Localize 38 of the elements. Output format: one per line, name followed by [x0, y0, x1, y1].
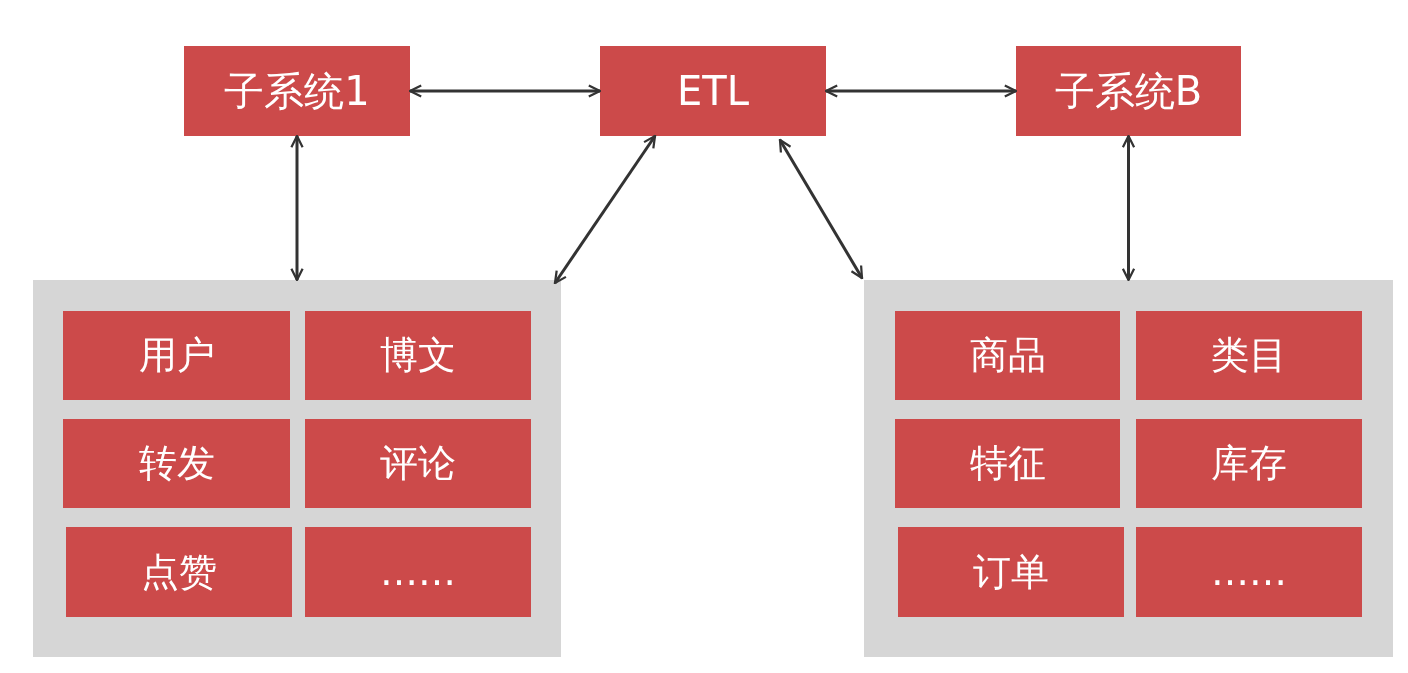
double-arrow	[824, 84, 1018, 98]
double-arrow	[290, 134, 304, 282]
data-box	[1136, 311, 1362, 400]
box-label: 商品	[969, 332, 1046, 379]
system-box	[600, 46, 826, 136]
box-label: 用户	[138, 332, 215, 379]
data-box	[895, 311, 1120, 400]
box-label: 特征	[969, 440, 1046, 487]
data-box	[63, 311, 290, 400]
box-label: 子系统1	[224, 66, 370, 116]
box-label: 订单	[973, 548, 1049, 596]
data-box	[895, 419, 1120, 508]
box-label: 子系统B	[1054, 66, 1203, 116]
box-label: ……	[1211, 550, 1287, 594]
system-box	[184, 46, 410, 136]
double-arrow	[1121, 134, 1136, 282]
double-arrow	[778, 138, 864, 280]
group-panel	[864, 280, 1393, 657]
box-label: 库存	[1211, 440, 1287, 487]
double-arrow	[553, 134, 657, 285]
group-panel	[33, 280, 561, 657]
data-box	[305, 527, 531, 617]
double-arrow	[408, 84, 602, 98]
box-label: ETL	[677, 68, 749, 114]
box-label: 博文	[380, 332, 456, 379]
data-box	[1136, 527, 1362, 617]
data-box	[898, 527, 1124, 617]
box-label: 评论	[380, 440, 456, 487]
box-label: ……	[380, 550, 456, 594]
data-box	[1136, 419, 1362, 508]
box-label: 类目	[1211, 332, 1287, 379]
box-label: 转发	[138, 440, 215, 487]
data-box	[305, 419, 531, 508]
system-box	[1016, 46, 1241, 136]
data-box	[66, 527, 292, 617]
box-label: 点赞	[141, 548, 217, 596]
data-box	[63, 419, 290, 508]
data-box	[305, 311, 531, 400]
